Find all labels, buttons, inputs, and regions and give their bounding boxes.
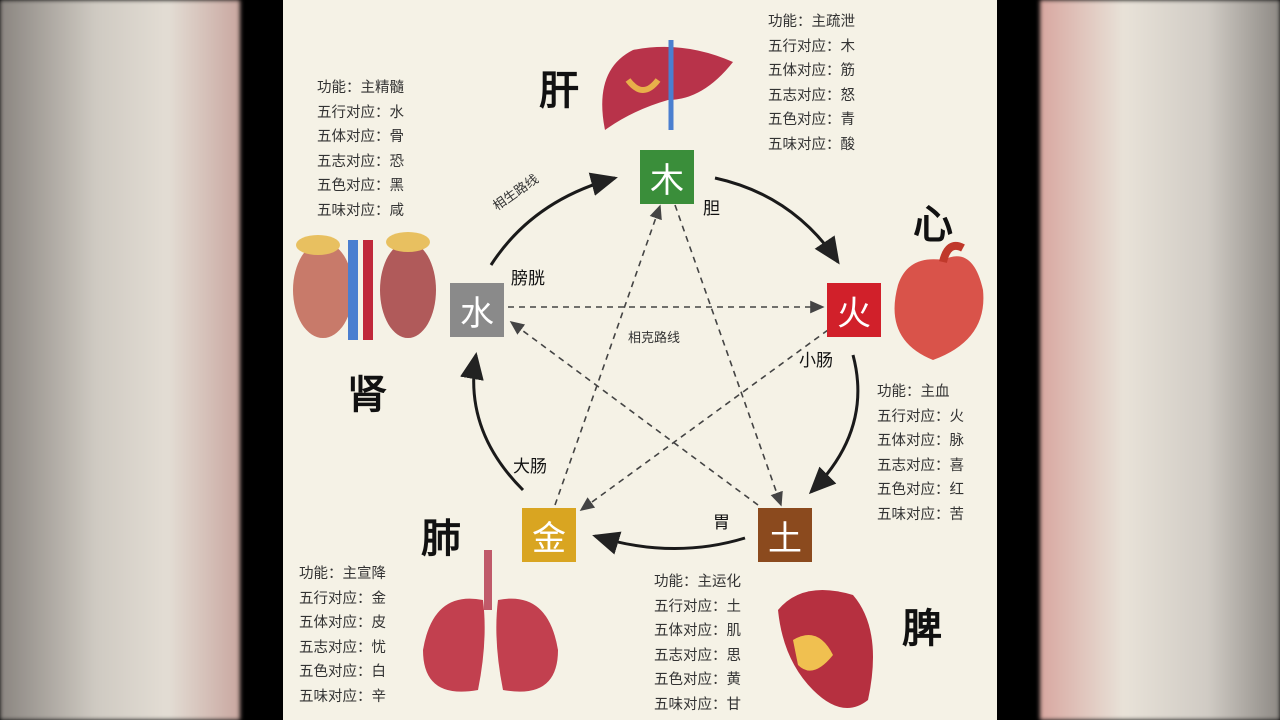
organ-spleen: 脾	[902, 606, 942, 652]
spleen-info: 功能：主运化五行对应：土五体对应：肌五志对应：思五色对应：黄五味对应：甘	[654, 570, 741, 717]
info-line: 五志对应：忧	[299, 639, 386, 656]
info-line: 五行对应：水	[317, 104, 404, 121]
organ-heart: 心	[913, 202, 953, 248]
organ-kidney: 肾	[347, 372, 387, 418]
info-line: 五色对应：青	[768, 112, 855, 128]
five-elements-diagram: 功能：主精髓五行对应：水五体对应：骨五志对应：恐五色对应：黑五味对应：咸 功能：…	[283, 0, 997, 720]
fu-stomach: 胃	[713, 513, 730, 533]
node-wood: 木	[640, 150, 694, 204]
arrow-metal-to-water	[460, 352, 525, 492]
info-line: 五行对应：金	[299, 590, 386, 607]
info-line: 五体对应：皮	[299, 615, 386, 631]
info-line: 五体对应：骨	[317, 129, 404, 145]
info-line: 五志对应：怒	[768, 87, 855, 104]
info-line: 五味对应：甘	[654, 696, 741, 713]
info-line: 五味对应：苦	[877, 506, 964, 523]
info-line: 五行对应：土	[654, 598, 741, 615]
dash-wood-to-earth	[674, 204, 783, 507]
info-line: 五行对应：木	[768, 38, 855, 55]
dash-fire-to-metal	[579, 329, 829, 511]
info-line: 五味对应：辛	[299, 688, 386, 705]
info-line: 五体对应：脉	[877, 433, 964, 449]
liver-illustration	[602, 40, 733, 130]
info-line: 五色对应：黄	[654, 672, 741, 688]
blurred-background-right	[1040, 0, 1280, 720]
info-line: 五色对应：红	[877, 482, 964, 498]
node-fire: 火	[827, 283, 881, 337]
info-line: 五味对应：咸	[317, 202, 404, 219]
info-line: 功能：主疏泄	[768, 14, 855, 30]
dash-metal-to-wood	[554, 204, 662, 506]
lung-info: 功能：主宣降五行对应：金五体对应：皮五志对应：忧五色对应：白五味对应：辛	[299, 562, 386, 709]
kidney-info: 功能：主精髓五行对应：水五体对应：骨五志对应：恐五色对应：黑五味对应：咸	[317, 76, 404, 223]
info-line: 功能：主血	[877, 384, 950, 400]
cycle-arrows	[293, 40, 984, 708]
fu-bladder: 膀胱	[511, 269, 545, 289]
arrow-fire-to-earth	[808, 354, 860, 495]
arrow-earth-to-metal	[592, 531, 746, 555]
lungs-illustration	[423, 550, 558, 692]
kidneys-illustration	[293, 232, 436, 340]
info-line: 功能：主精髓	[317, 80, 404, 96]
info-line: 五志对应：思	[654, 647, 741, 664]
fu-gallbladder: 胆	[703, 199, 720, 219]
info-line: 五味对应：酸	[768, 136, 855, 153]
info-line: 功能：主宣降	[299, 566, 386, 582]
organ-lung: 肺	[421, 516, 461, 562]
node-metal: 金	[522, 508, 576, 562]
info-line: 五志对应：恐	[317, 153, 404, 170]
info-line: 五体对应：筋	[768, 63, 855, 79]
dash-earth-to-water	[509, 321, 759, 506]
blurred-background-left	[0, 0, 240, 720]
info-line: 五色对应：白	[299, 664, 386, 680]
node-earth: 土	[758, 508, 812, 562]
node-water: 水	[450, 283, 504, 337]
spleen-illustration	[778, 590, 873, 708]
fu-large-intestine: 大肠	[513, 457, 547, 477]
liver-info: 功能：主疏泄五行对应：木五体对应：筋五志对应：怒五色对应：青五味对应：酸	[768, 10, 855, 157]
info-line: 五行对应：火	[877, 408, 964, 425]
info-line: 五志对应：喜	[877, 457, 964, 474]
info-line: 五色对应：黑	[317, 178, 404, 194]
label-restraining-route: 相克路线	[628, 331, 681, 346]
arrow-wood-to-fire	[714, 176, 840, 265]
info-line: 功能：主运化	[654, 574, 741, 590]
heart-illustration	[894, 241, 984, 360]
info-line: 五体对应：肌	[654, 623, 741, 639]
fu-small-intestine: 小肠	[799, 351, 833, 371]
organ-liver: 肝	[539, 68, 579, 114]
heart-info: 功能：主血五行对应：火五体对应：脉五志对应：喜五色对应：红五味对应：苦	[877, 380, 964, 527]
arrow-water-to-wood	[489, 172, 618, 266]
